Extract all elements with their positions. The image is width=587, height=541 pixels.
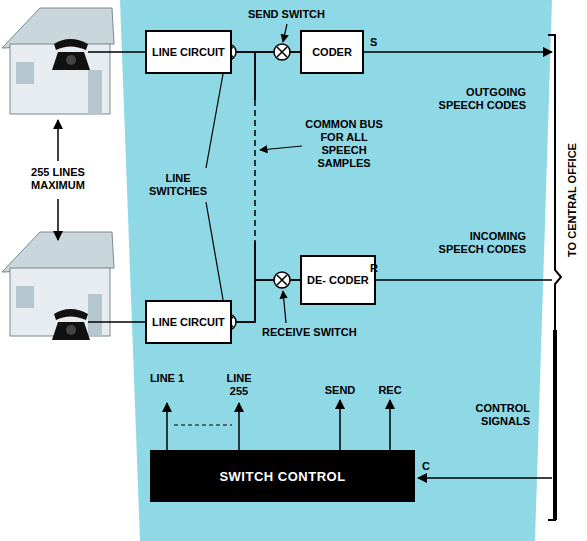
signal-label: CONTROL SIGNALS xyxy=(440,402,530,428)
telephone xyxy=(52,39,90,70)
signal-arrow xyxy=(367,279,552,281)
house xyxy=(2,8,114,114)
control-box: SWITCH CONTROL xyxy=(150,450,415,502)
box-label: SWITCH CONTROL xyxy=(219,470,345,483)
signal-arrow xyxy=(418,477,552,479)
signal-label: LINE 1 xyxy=(148,372,186,385)
signal-label: RECEIVE SWITCH xyxy=(262,326,372,339)
process-box: LINE CIRCUIT xyxy=(145,30,232,74)
box-label: DE- CODER xyxy=(307,274,369,287)
dimension-arrow xyxy=(57,120,59,161)
bracket xyxy=(548,35,561,520)
signal-label: R xyxy=(370,262,384,275)
box-label: LINE CIRCUIT xyxy=(152,46,225,59)
signal-label: COMMON BUS FOR ALL SPEECH SAMPLES xyxy=(304,118,384,170)
signal-label: LINE SWITCHES xyxy=(144,172,212,198)
box-label: LINE CIRCUIT xyxy=(152,316,225,329)
signal-label: OUTGOING SPEECH CODES xyxy=(430,86,526,112)
signal-label: SEND xyxy=(320,384,360,397)
phone-line xyxy=(88,51,146,53)
control-arrow xyxy=(339,400,341,450)
switch-symbol xyxy=(274,272,290,288)
signal-arrow xyxy=(364,51,552,53)
bracket xyxy=(553,330,557,520)
phone-line xyxy=(88,321,146,323)
leader-line xyxy=(206,63,225,168)
connector xyxy=(232,280,300,322)
leader-line xyxy=(206,202,225,311)
control-arrow xyxy=(166,403,168,450)
switch-symbol xyxy=(274,44,290,60)
control-arrow xyxy=(238,403,240,450)
box-label: CODER xyxy=(312,46,352,59)
signal-label: C xyxy=(422,460,436,473)
connector xyxy=(232,52,300,280)
leader-line xyxy=(283,291,286,323)
dashed-line xyxy=(174,424,232,425)
telephone xyxy=(52,309,90,340)
signal-label: SEND SWITCH xyxy=(248,8,338,21)
control-arrow xyxy=(389,400,391,450)
dimension-arrow xyxy=(57,199,59,240)
bus-gap xyxy=(251,100,259,242)
connector xyxy=(232,52,300,322)
process-box: DE- CODER xyxy=(300,255,376,305)
signal-label: INCOMING SPEECH CODES xyxy=(430,230,526,256)
signal-label: S xyxy=(370,36,384,49)
leader-line xyxy=(283,24,287,42)
signal-label: LINE 255 xyxy=(220,372,258,398)
common-bus xyxy=(254,100,256,242)
process-box: CODER xyxy=(300,30,364,74)
process-box: LINE CIRCUIT xyxy=(145,300,232,344)
house xyxy=(2,232,114,336)
signal-label: TO CENTRAL OFFICE xyxy=(566,143,579,257)
signal-label: REC xyxy=(372,384,408,397)
signal-label: 255 LINES MAXIMUM xyxy=(16,166,100,192)
panel xyxy=(120,0,552,541)
leader-line xyxy=(260,146,302,150)
